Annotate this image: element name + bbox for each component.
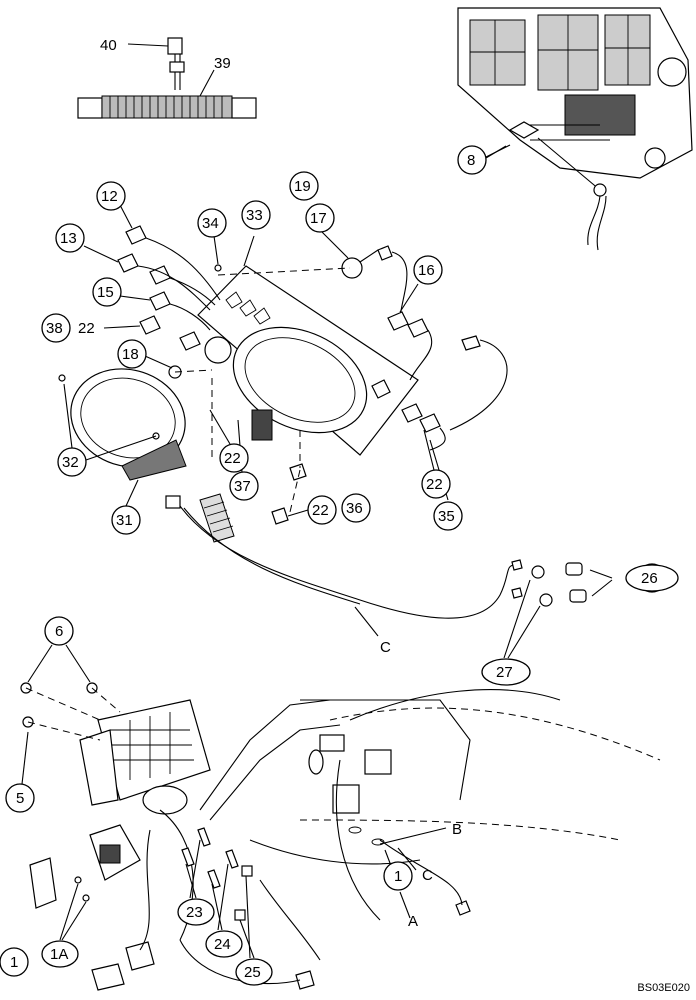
callout-19: 19 [289, 171, 319, 201]
svg-text:33: 33 [246, 207, 263, 224]
label-a: A [408, 913, 418, 930]
svg-text:1: 1 [394, 868, 402, 885]
callout-12: 12 [96, 181, 126, 211]
svg-text:27: 27 [496, 664, 513, 681]
callout-26: 26 [625, 563, 679, 593]
svg-text:16: 16 [418, 262, 435, 279]
callout-36: 36 [341, 493, 371, 523]
callout-32: 32 [57, 447, 87, 477]
label-c-dash: C [422, 867, 433, 884]
svg-text:8: 8 [467, 152, 475, 169]
callout-5: 5 [5, 783, 35, 813]
svg-text:13: 13 [60, 230, 77, 247]
svg-text:18: 18 [122, 346, 139, 363]
svg-text:17: 17 [310, 210, 327, 227]
svg-text:12: 12 [101, 188, 118, 205]
callout-40: 40 [100, 37, 117, 54]
svg-text:35: 35 [438, 508, 455, 525]
callout-34: 34 [197, 208, 227, 238]
label-b: B [452, 821, 462, 838]
callout-25: 25 [235, 958, 273, 986]
label-c-harness: C [380, 639, 391, 656]
callout-35: 35 [433, 501, 463, 531]
svg-text:1: 1 [10, 954, 18, 971]
svg-text:19: 19 [294, 178, 311, 195]
callout-23: 23 [177, 898, 215, 926]
callout-15: 15 [92, 277, 122, 307]
svg-text:5: 5 [16, 790, 24, 807]
instrument-cluster-assembly [58, 225, 587, 619]
svg-text:22: 22 [312, 502, 329, 519]
svg-text:32: 32 [62, 454, 79, 471]
callout-1-left: 1 [0, 947, 29, 977]
diagram-code: BS03E020 [637, 982, 690, 994]
svg-text:26: 26 [641, 570, 658, 587]
callout-22-d: 22 [421, 469, 451, 499]
callout-24: 24 [205, 930, 243, 958]
svg-text:24: 24 [214, 936, 231, 953]
svg-text:22: 22 [224, 450, 241, 467]
callout-37: 37 [229, 471, 259, 501]
callout-39: 39 [214, 55, 231, 72]
callout-38: 38 [41, 313, 71, 343]
relay-box-assembly [457, 7, 693, 251]
callout-16: 16 [413, 255, 443, 285]
callout-6: 6 [44, 616, 74, 646]
callout-22-c: 22 [307, 495, 337, 525]
callout-1-right: 1 [383, 861, 413, 891]
callout-33: 33 [241, 200, 271, 230]
callout-27: 27 [481, 658, 531, 686]
svg-text:40: 40 [100, 37, 117, 54]
svg-text:22: 22 [78, 320, 95, 337]
callout-8: 8 [457, 145, 487, 175]
svg-text:23: 23 [186, 904, 203, 921]
callout-22-b: 22 [219, 443, 249, 473]
svg-text:1A: 1A [50, 946, 68, 963]
svg-text:34: 34 [202, 215, 219, 232]
callout-1a: 1A [41, 940, 79, 968]
svg-text:39: 39 [214, 55, 231, 72]
svg-text:15: 15 [97, 284, 114, 301]
callout-31: 31 [111, 505, 141, 535]
svg-text:38: 38 [46, 320, 63, 337]
callout-22-a: 22 [78, 320, 95, 337]
dashboard-area [20, 682, 661, 991]
callout-13: 13 [55, 223, 85, 253]
callout-17: 17 [305, 203, 335, 233]
callout-18: 18 [117, 339, 147, 369]
svg-text:25: 25 [244, 964, 261, 981]
svg-text:36: 36 [346, 500, 363, 517]
svg-text:37: 37 [234, 478, 251, 495]
svg-text:6: 6 [55, 623, 63, 640]
harness-39-40 [77, 37, 257, 119]
svg-text:31: 31 [116, 512, 133, 529]
svg-text:22: 22 [426, 476, 443, 493]
